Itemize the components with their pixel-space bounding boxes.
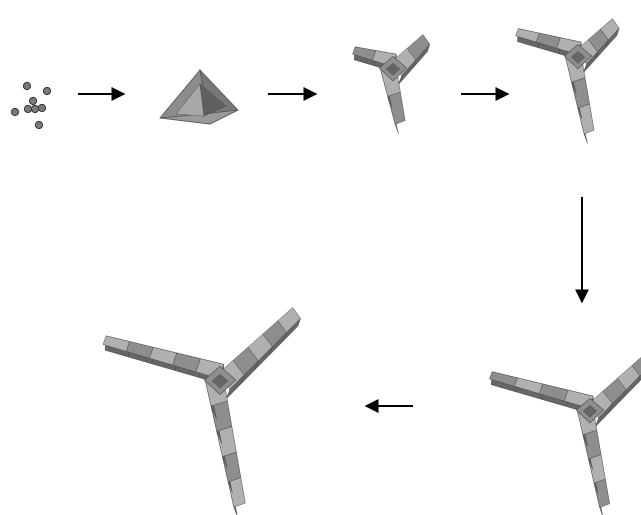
tripod-segment-top bbox=[583, 430, 601, 459]
tripod-segment-top bbox=[228, 478, 245, 508]
tripod-segment-top bbox=[572, 78, 590, 108]
particle bbox=[11, 82, 50, 128]
stage-1-particle-cluster bbox=[11, 82, 50, 128]
tripod-segment-top bbox=[594, 479, 610, 507]
stage-2-tetrahedron bbox=[160, 70, 238, 124]
tripod-segment-top bbox=[222, 452, 240, 482]
stage-4-tripod bbox=[516, 19, 620, 144]
tripod-segment-top bbox=[578, 104, 594, 134]
tripod-segment-top bbox=[217, 426, 237, 456]
tripod-segment-top bbox=[588, 455, 605, 484]
stage-3-tripod bbox=[353, 35, 430, 134]
stage-6-tripod bbox=[103, 308, 301, 515]
tripod-segment-top bbox=[388, 92, 405, 124]
stage-5-tripod bbox=[489, 352, 641, 515]
tripod-segment-top bbox=[211, 401, 232, 431]
